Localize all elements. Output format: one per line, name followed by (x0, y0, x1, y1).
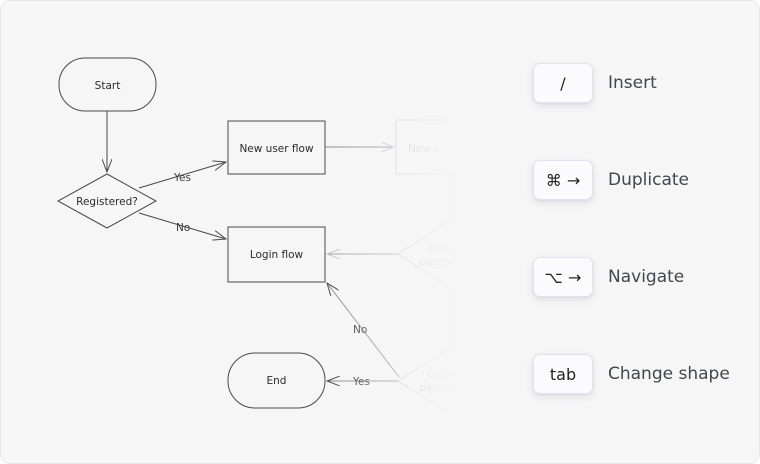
correct-faded-label-2: passw (419, 382, 452, 394)
forgot-password-decision: Forg passw (397, 220, 478, 288)
edge-label-yes-end: Yes (352, 376, 370, 388)
shortcut-label-change-shape: Change shape (608, 364, 730, 384)
shortcut-row-insert: / Insert (533, 63, 657, 103)
start-node[interactable]: Start (58, 57, 157, 112)
new-faded-node: New c (395, 119, 477, 175)
shortcut-label-duplicate: Duplicate (608, 170, 689, 190)
shortcut-label-navigate: Navigate (608, 267, 685, 287)
shortcut-key-change-shape[interactable]: tab (533, 354, 593, 394)
shortcut-key-navigate[interactable]: ⌥ → (533, 257, 593, 297)
edge-label-no: No (176, 222, 190, 234)
shortcut-key-insert[interactable]: / (533, 63, 593, 103)
forgot-faded-label-2: passw (419, 256, 452, 268)
edge-label-no-login: No (353, 324, 367, 336)
correct-faded-label-1: Corre (427, 369, 455, 381)
correct-password-decision: Corre passw (397, 348, 478, 414)
forgot-faded-label-1: Forg (429, 243, 452, 255)
login-flow-node[interactable]: Login flow (227, 226, 326, 283)
new-user-flow-label: New user flow (239, 143, 314, 155)
registered-decision[interactable]: Registered? (56, 173, 158, 229)
shortcut-row-navigate: ⌥ → Navigate (533, 257, 684, 297)
end-label: End (267, 375, 287, 387)
registered-label: Registered? (76, 196, 138, 208)
shortcut-row-change-shape: tab Change shape (533, 354, 730, 394)
shortcut-label-insert: Insert (608, 73, 657, 93)
login-flow-label: Login flow (250, 249, 304, 261)
edge-registered-login (138, 212, 226, 239)
start-label: Start (95, 80, 121, 92)
shortcut-row-duplicate: ⌘ → Duplicate (533, 160, 689, 200)
end-node[interactable]: End (227, 352, 326, 409)
shortcut-key-duplicate[interactable]: ⌘ → (533, 160, 593, 200)
new-faded-label: New c (408, 143, 440, 155)
new-user-flow-node[interactable]: New user flow (227, 120, 326, 175)
edge-label-yes: Yes (173, 172, 191, 184)
edge-registered-newuser (138, 162, 226, 189)
